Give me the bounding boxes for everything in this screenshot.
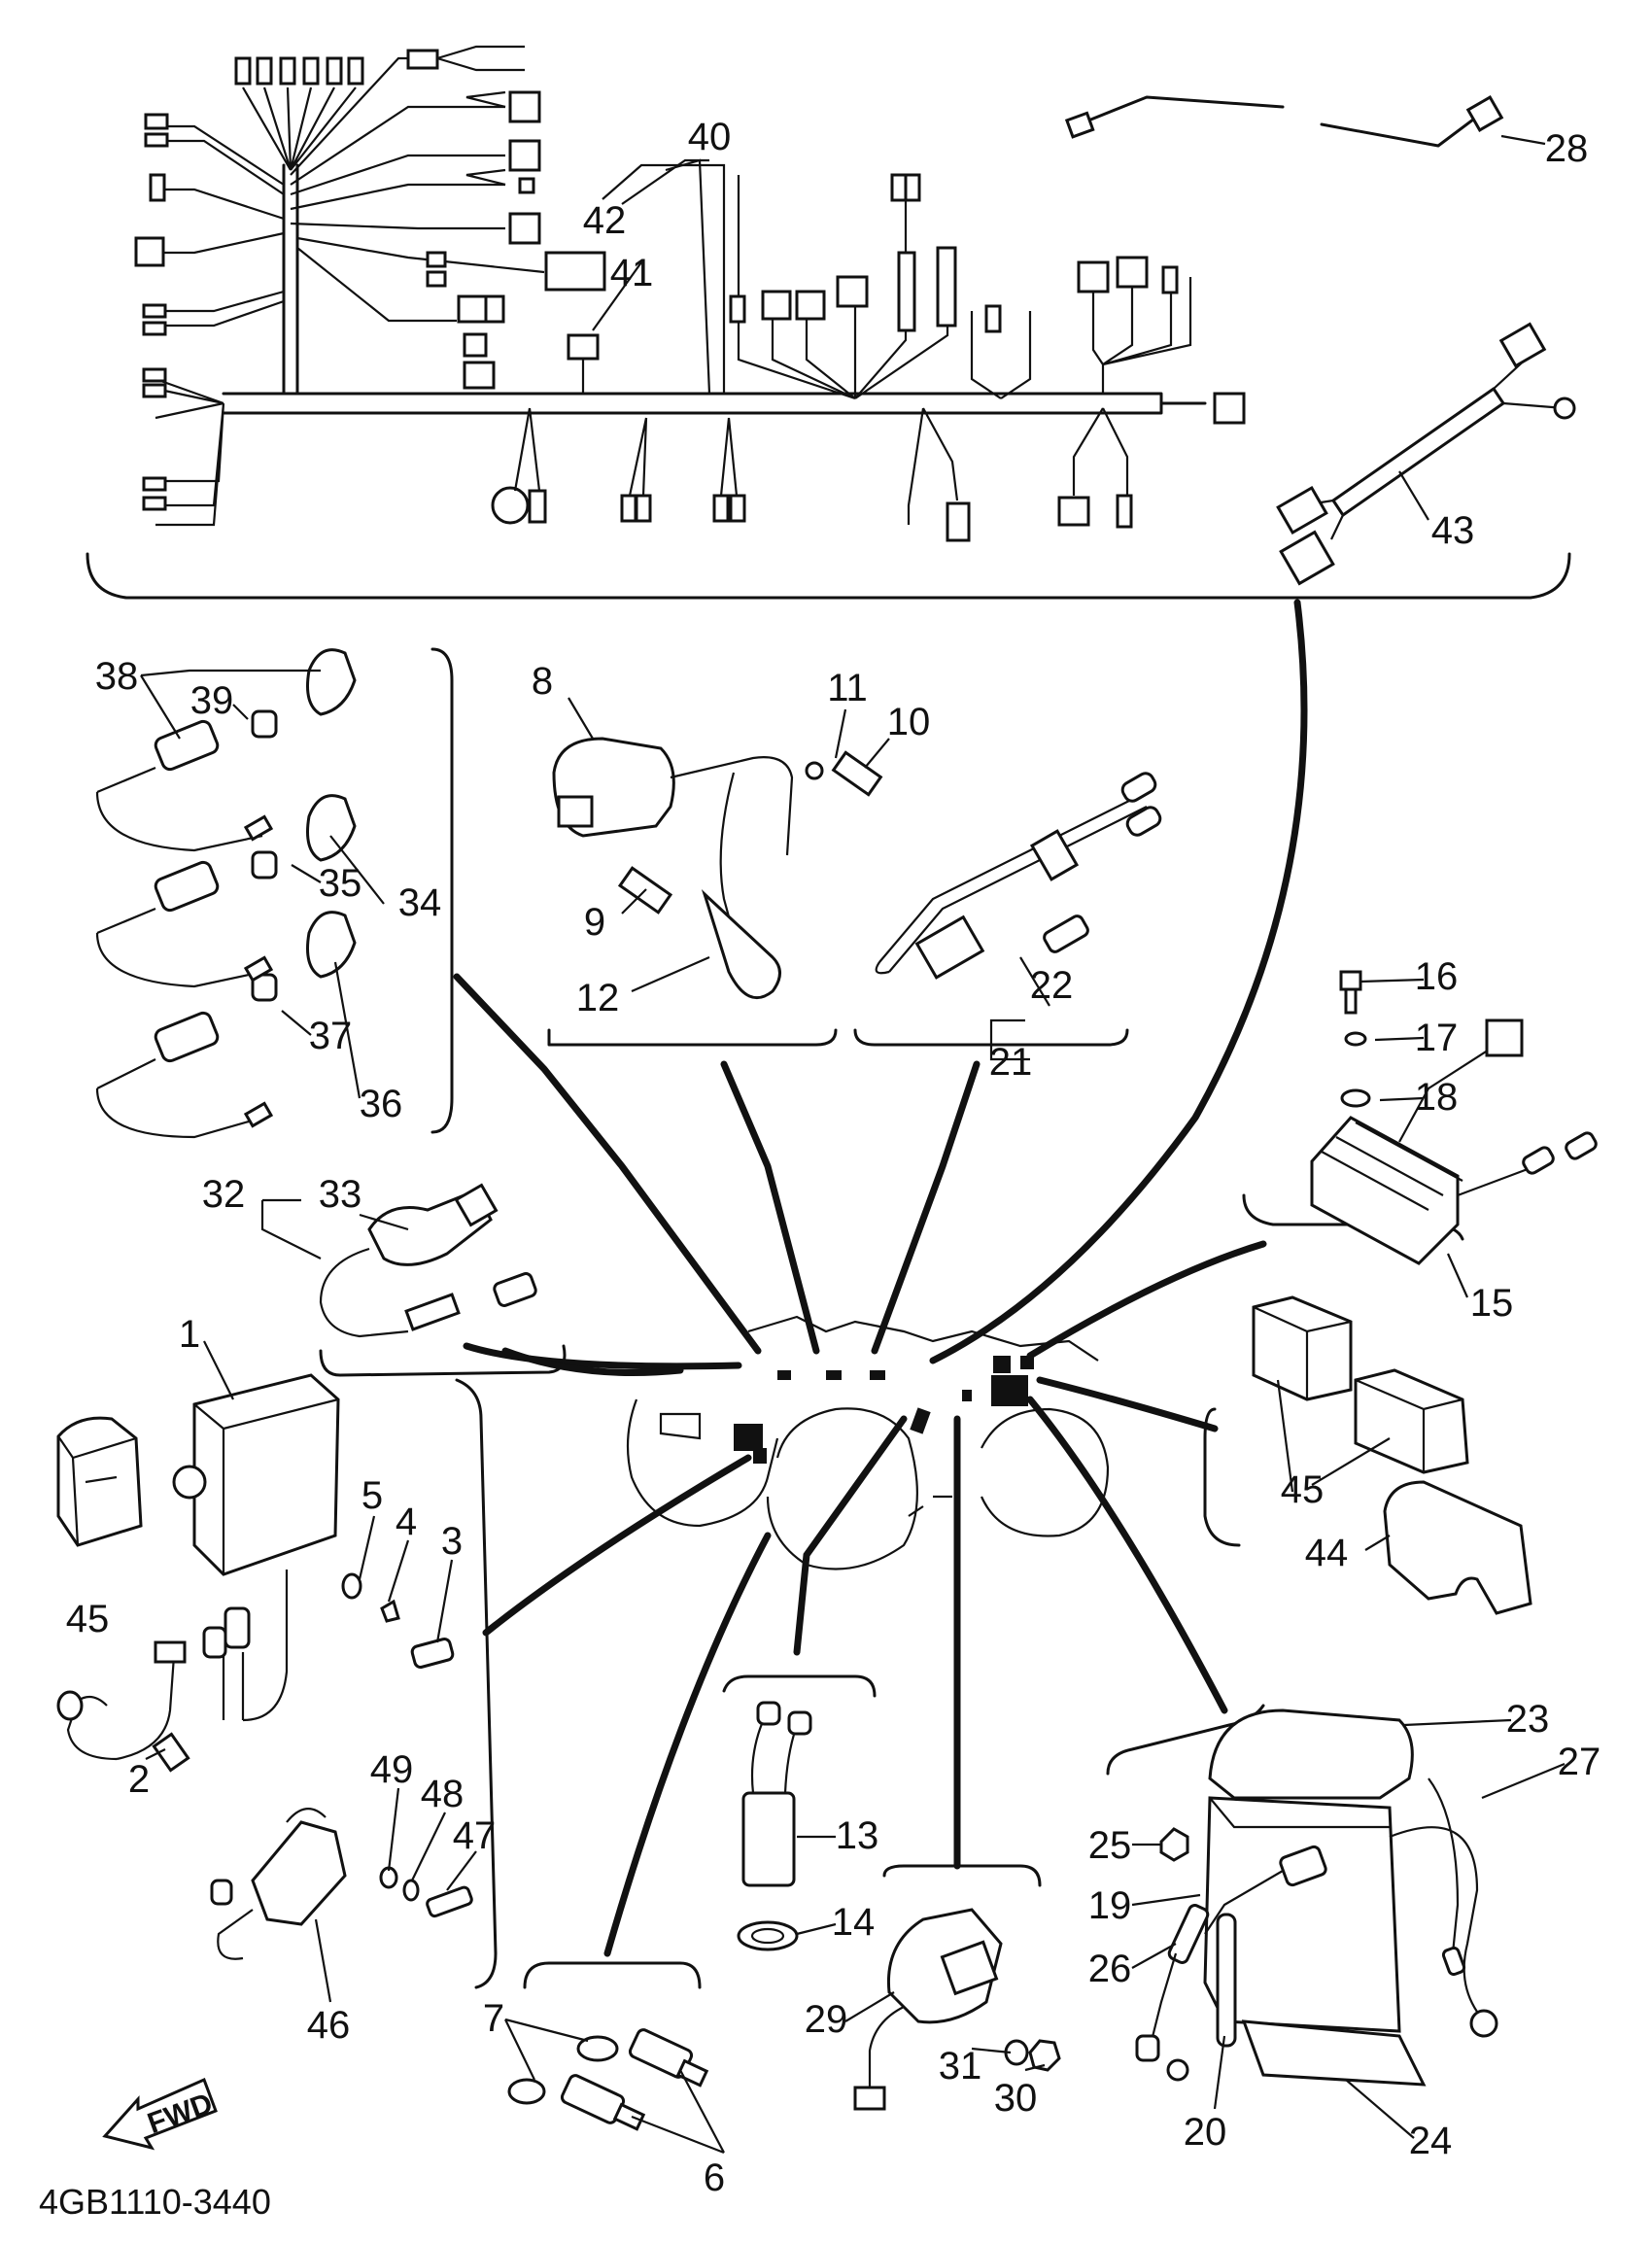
callout-c6: 6 bbox=[704, 2157, 725, 2199]
callout-c39: 39 bbox=[190, 679, 234, 722]
callout-c23: 23 bbox=[1506, 1698, 1550, 1741]
callout-c19: 19 bbox=[1088, 1884, 1132, 1927]
relay-group-21-22 bbox=[853, 772, 1162, 1047]
callout-c47: 47 bbox=[453, 1814, 497, 1857]
callout-c44: 44 bbox=[1305, 1532, 1349, 1574]
callout-c45a: 45 bbox=[1281, 1468, 1325, 1511]
callout-c2: 2 bbox=[128, 1758, 150, 1801]
starter-group bbox=[853, 1864, 1061, 2111]
covers-44-45 bbox=[1252, 1295, 1532, 1615]
switch-group-32-33 bbox=[319, 1183, 567, 1377]
sensor-group-13-14 bbox=[722, 1674, 877, 1951]
callout-c7: 7 bbox=[483, 1997, 504, 2040]
callout-c41: 41 bbox=[610, 252, 654, 294]
callout-c14: 14 bbox=[832, 1901, 876, 1944]
callout-c49: 49 bbox=[370, 1748, 414, 1791]
callout-c25: 25 bbox=[1088, 1824, 1132, 1867]
callout-c33: 33 bbox=[319, 1173, 362, 1216]
callout-c36: 36 bbox=[360, 1083, 403, 1125]
callout-c26: 26 bbox=[1088, 1948, 1132, 1990]
callout-c40: 40 bbox=[688, 116, 732, 158]
callout-c3: 3 bbox=[441, 1520, 463, 1563]
callout-c37: 37 bbox=[309, 1015, 353, 1057]
regulator-group bbox=[1242, 970, 1598, 1265]
callout-c48: 48 bbox=[421, 1773, 465, 1815]
callout-c11: 11 bbox=[827, 667, 868, 709]
spark-plug-group bbox=[507, 1961, 709, 2131]
drawing-code: 4GB1110-3440 bbox=[39, 2182, 271, 2222]
callout-c8: 8 bbox=[532, 660, 553, 703]
callout-leaders bbox=[140, 134, 1566, 2155]
callout-c13: 13 bbox=[836, 1814, 879, 1857]
callout-c5: 5 bbox=[361, 1474, 383, 1517]
callout-c45b: 45 bbox=[66, 1598, 110, 1640]
callout-c1: 1 bbox=[179, 1313, 200, 1356]
callout-c30: 30 bbox=[994, 2077, 1038, 2120]
callout-c24: 24 bbox=[1409, 2120, 1453, 2162]
callout-c10: 10 bbox=[887, 701, 931, 743]
callout-c16: 16 bbox=[1415, 955, 1459, 998]
callout-c34: 34 bbox=[398, 881, 442, 924]
ignition-coil-group bbox=[547, 737, 883, 1047]
callout-c46: 46 bbox=[307, 2004, 351, 2047]
callout-c12: 12 bbox=[576, 977, 620, 1019]
forward-arrow: FWD bbox=[102, 2077, 218, 2151]
callout-c22: 22 bbox=[1030, 964, 1074, 1007]
callout-c27: 27 bbox=[1558, 1741, 1601, 1783]
battery-group bbox=[1106, 1704, 1498, 2087]
cdi-group bbox=[56, 1373, 498, 1989]
callout-c17: 17 bbox=[1415, 1017, 1459, 1059]
callout-c32: 32 bbox=[202, 1173, 246, 1216]
callout-c28: 28 bbox=[1545, 127, 1589, 170]
callout-c4: 4 bbox=[396, 1501, 417, 1543]
vehicle-outline bbox=[453, 599, 1308, 1957]
callout-c21: 21 bbox=[989, 1041, 1033, 1084]
callout-c20: 20 bbox=[1184, 2111, 1227, 2154]
callout-c43: 43 bbox=[1431, 509, 1475, 552]
callout-c29: 29 bbox=[805, 1998, 848, 2041]
callout-c42: 42 bbox=[583, 199, 627, 242]
callout-c38: 38 bbox=[95, 655, 139, 698]
callout-c15: 15 bbox=[1470, 1282, 1514, 1325]
wire-harness bbox=[86, 45, 1576, 600]
sensor-group-34-39 bbox=[95, 647, 454, 1139]
callout-c35: 35 bbox=[319, 862, 362, 905]
callout-c31: 31 bbox=[939, 2045, 982, 2088]
callout-c18: 18 bbox=[1415, 1076, 1459, 1119]
callout-c9: 9 bbox=[584, 901, 605, 944]
